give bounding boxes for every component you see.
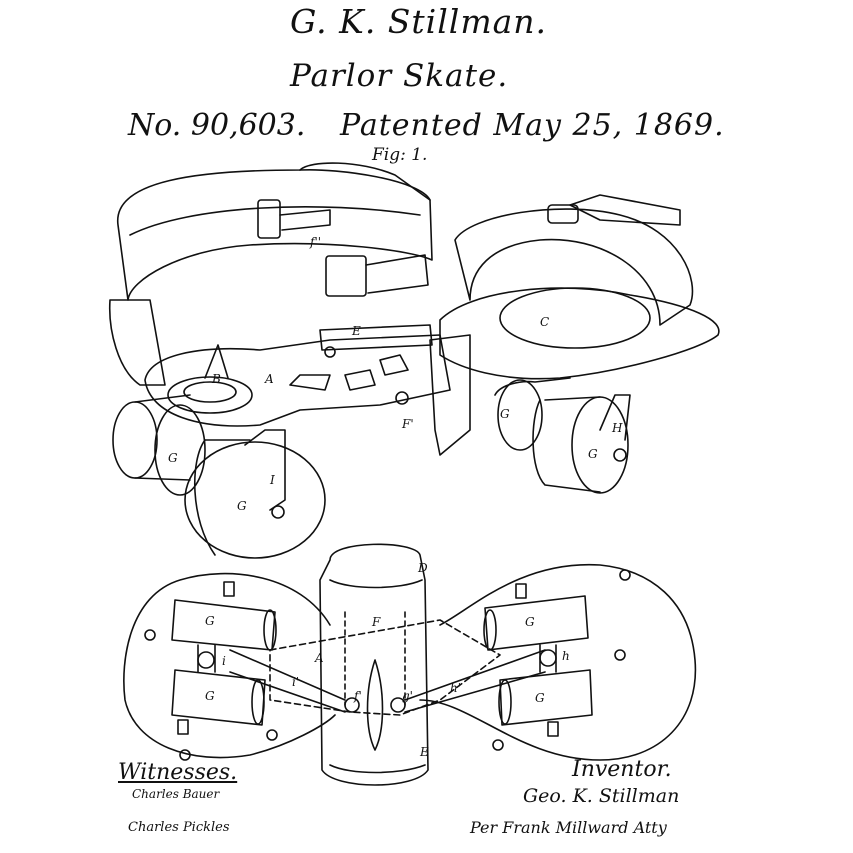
label-i: i: [222, 654, 226, 668]
witness-signature-2: Charles Pickles: [128, 820, 230, 835]
inventor-signature: Geo. K. Stillman: [523, 785, 680, 807]
label-truck-h: H: [611, 421, 623, 435]
witnesses-heading: Witnesses.: [118, 760, 238, 785]
heel-buckle: [257, 199, 281, 239]
label-truck-i: I: [269, 473, 275, 487]
connector-bar: [319, 324, 433, 351]
inventor-name: G. K. Stillman.: [290, 2, 548, 41]
patent-number: No. 90,603.: [128, 108, 306, 143]
patent-date: Patented May 25, 1869.: [340, 108, 725, 143]
label-f: F: [371, 615, 381, 629]
label-strap-link: f'': [309, 235, 321, 249]
label-i-prime: i': [292, 675, 299, 689]
figure-1-skate-perspective: [108, 162, 720, 559]
label-a: A: [314, 651, 324, 665]
label-h-prime: h': [450, 681, 461, 695]
rear-wheels: [112, 394, 326, 559]
label-wheel-g1: G: [168, 451, 178, 465]
figure-1-label: Fig: 1.: [372, 145, 428, 165]
center-plate: [269, 619, 501, 716]
right-rollers: [483, 583, 593, 737]
center-strap: [319, 543, 429, 786]
label-h: h: [562, 649, 570, 663]
toe-outline: [419, 563, 697, 761]
label-heel-spike: B: [211, 372, 221, 386]
label-wheel-g4: G: [588, 447, 598, 461]
left-rollers: [171, 581, 277, 735]
label-hinge: F': [401, 417, 414, 431]
figure-2-skate-plan: [123, 543, 697, 786]
invention-title: Parlor Skate.: [290, 58, 509, 94]
label-f-prime: f': [353, 689, 362, 703]
label-g-prime: g': [402, 689, 413, 703]
label-wheel-tr: G: [525, 615, 535, 629]
heel-outline: [123, 572, 336, 759]
label-wheel-bl: G: [205, 689, 215, 703]
label-wheel-tl: G: [205, 614, 215, 628]
toe-plate: [439, 287, 720, 380]
front-wheels: [494, 377, 631, 494]
label-wheel-br: G: [535, 691, 545, 705]
label-wheel-g2: G: [237, 499, 247, 513]
label-e: E: [419, 745, 429, 759]
label-connector: E: [351, 324, 361, 338]
witness-signature-1: Charles Bauer: [132, 787, 220, 801]
attorney-signature: Per Frank Millward Atty: [470, 818, 667, 837]
label-wheel-g3: G: [500, 407, 510, 421]
heel-side-plate: [108, 299, 166, 386]
inventor-heading: Inventor.: [572, 757, 672, 782]
heel-plate: [144, 334, 451, 427]
label-d: D: [417, 561, 428, 575]
heel-strap: [117, 168, 433, 301]
label-heel-plate: A: [264, 372, 274, 386]
label-toe-plate: C: [540, 315, 549, 329]
toe-strap: [454, 208, 694, 326]
